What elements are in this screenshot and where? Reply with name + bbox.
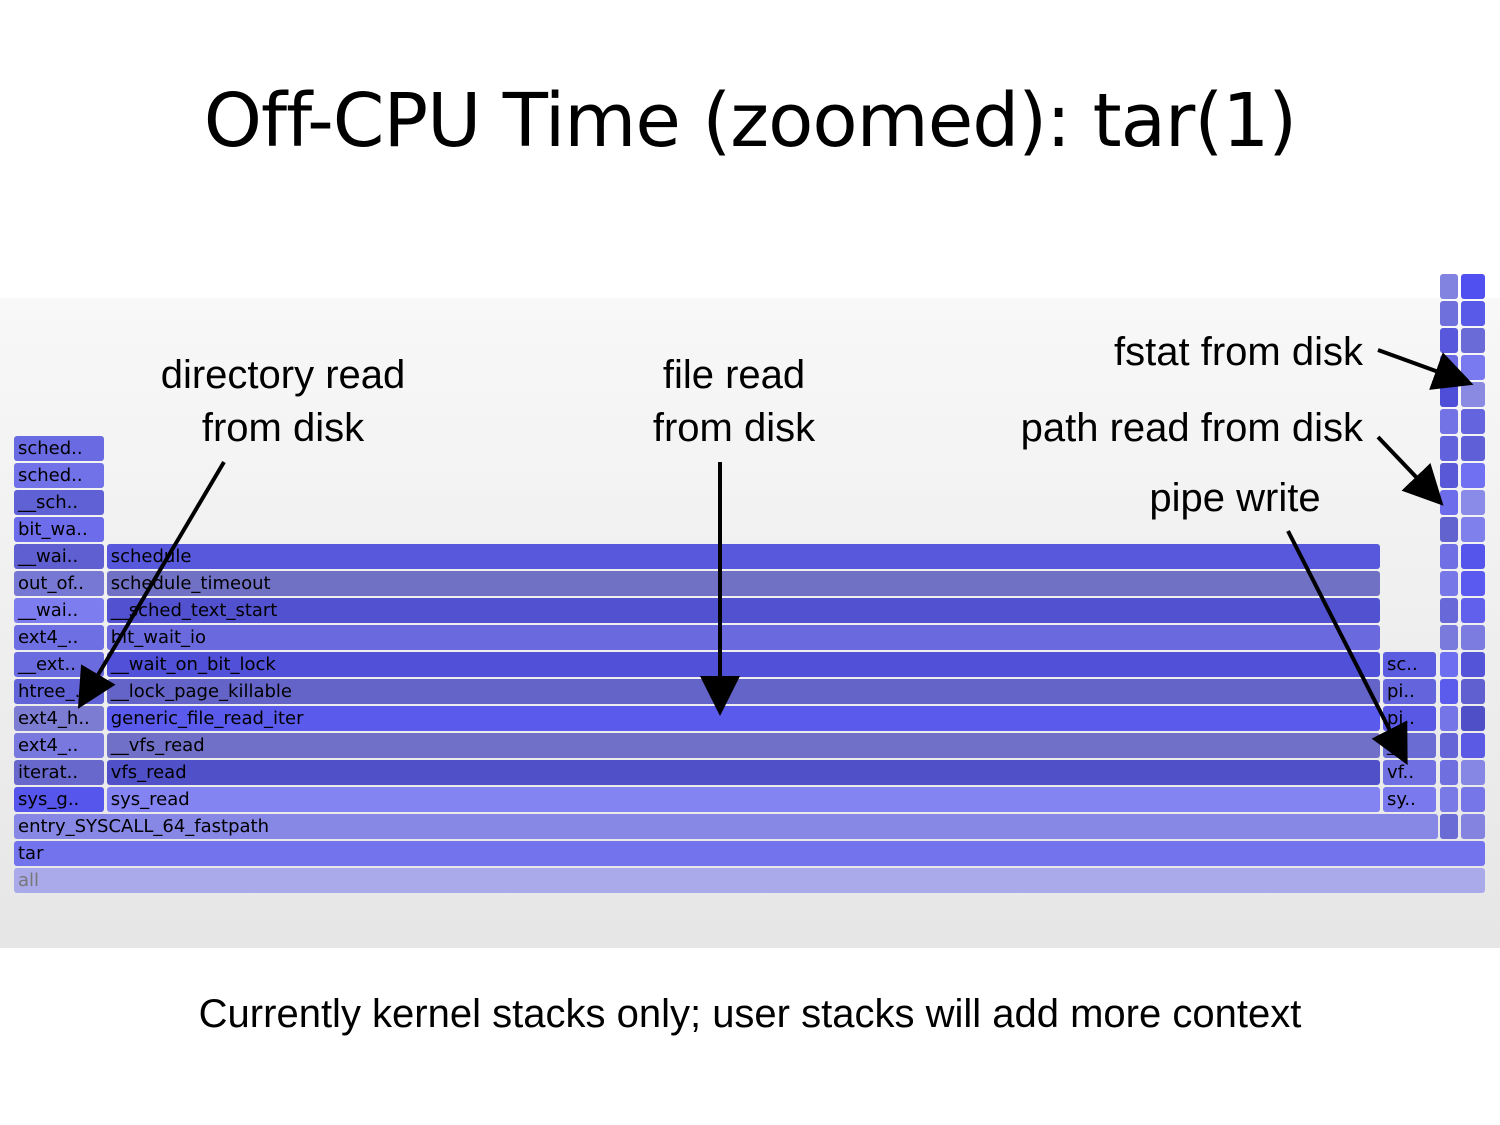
flame-frame-unlabeled[interactable]	[1440, 436, 1459, 461]
flame-frame-unlabeled[interactable]	[1440, 355, 1459, 380]
flame-frame-schedule-timeout[interactable]: schedule_timeout	[106, 571, 1381, 596]
flame-frame-unlabeled[interactable]	[1460, 814, 1485, 839]
slide-footer: Currently kernel stacks only; user stack…	[198, 992, 1302, 1036]
flame-frame-unlabeled[interactable]	[1440, 490, 1459, 515]
flame-frame-unlabeled[interactable]	[1440, 814, 1459, 839]
flame-frame-unlabeled[interactable]	[1460, 436, 1485, 461]
flame-frame-unlabeled[interactable]	[1460, 787, 1485, 812]
annotation-directory-read-line1: directory read	[160, 353, 406, 397]
flame-frame-entry-syscall-64-fastpath[interactable]: entry_SYSCALL_64_fastpath	[14, 814, 1438, 839]
flame-frame-ext4[interactable]: ext4_..	[14, 733, 105, 758]
flame-frame-unlabeled[interactable]	[1440, 517, 1459, 542]
annotation-file-read-line1: file read	[662, 353, 806, 397]
flame-frame-unlabeled[interactable]	[1440, 328, 1459, 353]
annotation-file-read: file read from disk	[600, 349, 868, 455]
flame-frame-vf[interactable]: vf..	[1382, 760, 1437, 785]
flame-frame-unlabeled[interactable]	[1460, 328, 1485, 353]
flame-frame-iterat[interactable]: iterat..	[14, 760, 105, 785]
flame-frame-unlabeled[interactable]	[1440, 706, 1459, 731]
flame-frame-sched-text-start[interactable]: __sched_text_start	[106, 598, 1381, 623]
flame-frame-wait-on-bit-lock[interactable]: __wait_on_bit_lock	[106, 652, 1381, 677]
flame-frame-unlabeled[interactable]	[1440, 760, 1459, 785]
annotation-fstat: fstat from disk	[1114, 330, 1363, 374]
flame-frame-out-of[interactable]: out_of..	[14, 571, 105, 596]
annotation-file-read-line2: from disk	[652, 406, 816, 450]
flame-frame-vfs-read[interactable]: vfs_read	[106, 760, 1381, 785]
annotation-directory-read-line2: from disk	[201, 406, 365, 450]
flame-frame-bit-wa[interactable]: bit_wa..	[14, 517, 105, 542]
flame-frame-unlabeled[interactable]	[1460, 571, 1485, 596]
flame-frame-unlabeled[interactable]	[1440, 787, 1459, 812]
flame-frame-bit-wait-io[interactable]: bit_wait_io	[106, 625, 1381, 650]
annotation-pipe-write: pipe write	[1149, 476, 1321, 520]
flame-frame-unlabeled[interactable]	[1440, 544, 1459, 569]
flame-frame-unlabeled[interactable]	[1460, 517, 1485, 542]
flame-frame-htree[interactable]: htree_..	[14, 679, 105, 704]
flame-frame-tar[interactable]: tar	[14, 841, 1485, 866]
flame-frame-schedule[interactable]: schedule	[106, 544, 1381, 569]
flame-frame-pi[interactable]: pi..	[1382, 679, 1437, 704]
flame-frame-sch[interactable]: __sch..	[14, 490, 105, 515]
flame-frame-unlabeled[interactable]	[1440, 382, 1459, 407]
flame-frame-ext4-h[interactable]: ext4_h..	[14, 706, 105, 731]
flame-frame-unlabeled[interactable]	[1460, 679, 1485, 704]
annotation-path-read: path read from disk	[1020, 406, 1363, 450]
flame-frame-sched[interactable]: sched..	[14, 463, 105, 488]
annotation-directory-read: directory read from disk	[120, 349, 446, 455]
flame-frame-unlabeled[interactable]	[1440, 463, 1459, 488]
flame-frame-unlabeled[interactable]	[1460, 625, 1485, 650]
flame-frame-unlabeled[interactable]	[1460, 274, 1485, 299]
flame-frame-sy[interactable]: sy..	[1382, 787, 1437, 812]
flame-frame-wai[interactable]: __wai..	[14, 598, 105, 623]
flame-frame-unlabeled[interactable]	[1460, 706, 1485, 731]
flame-frame-unlabeled[interactable]	[1440, 652, 1459, 677]
flame-frame-sc[interactable]: sc..	[1382, 652, 1437, 677]
flame-frame-unlabeled[interactable]	[1440, 301, 1459, 326]
flame-frame-unlabeled[interactable]	[1460, 409, 1485, 434]
flame-frame-unlabeled[interactable]	[1460, 490, 1485, 515]
flame-frame-generic-file-read-iter[interactable]: generic_file_read_iter	[106, 706, 1381, 731]
slide-title: Off-CPU Time (zoomed): tar(1)	[203, 78, 1297, 164]
flame-frame-[interactable]: _..	[1382, 733, 1437, 758]
flame-frame-unlabeled[interactable]	[1460, 382, 1485, 407]
flame-frame-lock-page-killable[interactable]: __lock_page_killable	[106, 679, 1381, 704]
flame-frame-ext4[interactable]: ext4_..	[14, 625, 105, 650]
flame-frame-unlabeled[interactable]	[1440, 679, 1459, 704]
flame-frame-unlabeled[interactable]	[1460, 463, 1485, 488]
flame-frame-unlabeled[interactable]	[1460, 652, 1485, 677]
flame-frame-unlabeled[interactable]	[1460, 301, 1485, 326]
flame-frame-sched[interactable]: sched..	[14, 436, 105, 461]
flame-frame-all[interactable]: all	[14, 868, 1485, 893]
flame-frame-unlabeled[interactable]	[1460, 733, 1485, 758]
flame-frame-wai[interactable]: __wai..	[14, 544, 105, 569]
flame-frame-unlabeled[interactable]	[1460, 598, 1485, 623]
flame-frame-unlabeled[interactable]	[1440, 598, 1459, 623]
flame-frame-pi[interactable]: pi..	[1382, 706, 1437, 731]
flame-frame-unlabeled[interactable]	[1460, 355, 1485, 380]
flame-frame-ext[interactable]: __ext..	[14, 652, 105, 677]
flame-frame-unlabeled[interactable]	[1440, 274, 1459, 299]
flame-frame-unlabeled[interactable]	[1440, 409, 1459, 434]
flame-frame-sys-read[interactable]: sys_read	[106, 787, 1381, 812]
flame-frame-vfs-read[interactable]: __vfs_read	[106, 733, 1381, 758]
flame-frame-unlabeled[interactable]	[1440, 733, 1459, 758]
flame-frame-unlabeled[interactable]	[1440, 625, 1459, 650]
flame-frame-unlabeled[interactable]	[1460, 760, 1485, 785]
flame-frame-sys-g[interactable]: sys_g..	[14, 787, 105, 812]
flame-frame-unlabeled[interactable]	[1460, 544, 1485, 569]
flame-frame-unlabeled[interactable]	[1440, 571, 1459, 596]
